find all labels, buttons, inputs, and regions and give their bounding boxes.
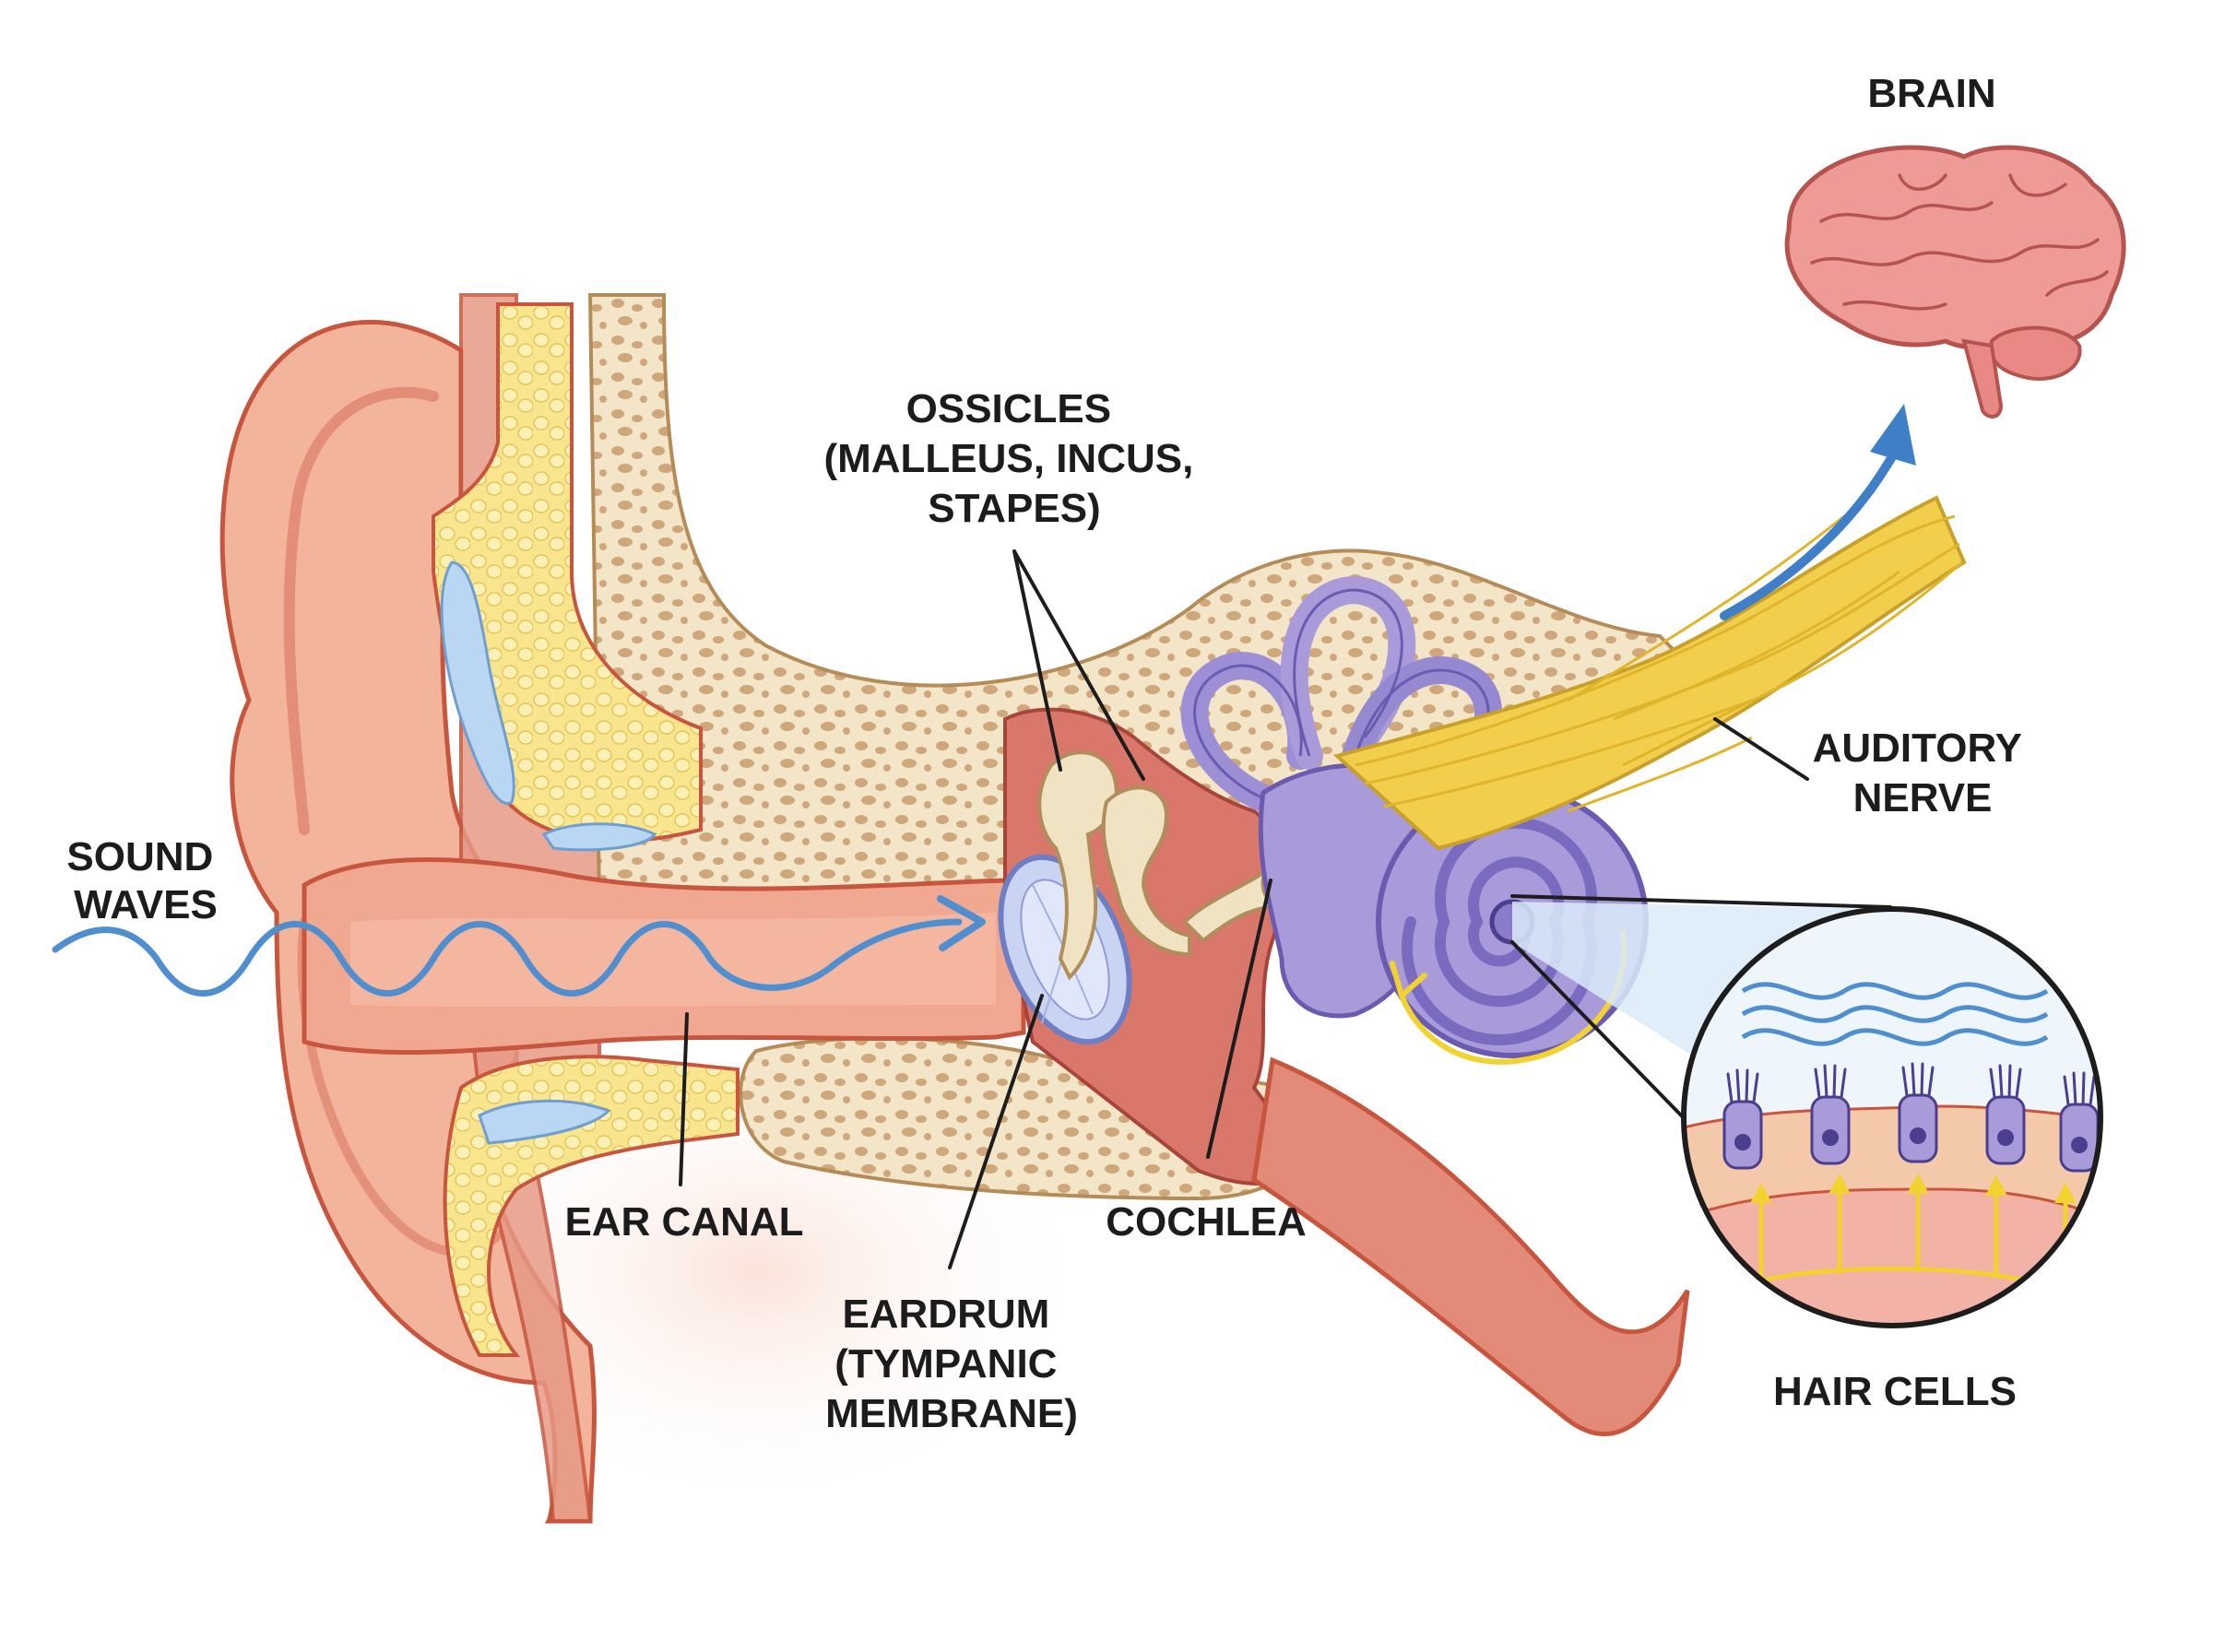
label-eardrum: EARDRUM (TYMPANIC MEMBRANE) <box>825 1292 1078 1436</box>
brain-cerebellum <box>1989 325 2082 381</box>
label-ear-canal: EAR CANAL <box>564 1199 803 1245</box>
label-ossicles: OSSICLES (MALLEUS, INCUS, STAPES) <box>823 386 1204 531</box>
upper-cartilage <box>432 302 703 844</box>
label-brain: BRAIN <box>1867 71 1995 116</box>
label-auditory-nerve: AUDITORY NERVE <box>1813 726 2033 820</box>
signal-to-brain-arrow-icon <box>1720 404 1916 620</box>
nerve-fibers <box>1355 514 1963 808</box>
cartilage <box>432 302 740 1357</box>
fluid-pocket-2 <box>541 822 657 852</box>
hair-cells-callout <box>1510 894 2103 1328</box>
eustachian-tube <box>1251 1056 1690 1436</box>
malleus <box>1037 750 1118 981</box>
hair-cell-signal-arrows <box>1740 1186 2068 1289</box>
labels: SOUND WAVES OSSICLES (MALLEUS, INCUS, ST… <box>66 71 2033 1436</box>
brain-icon <box>1784 145 2126 419</box>
fluid-pocket-3 <box>478 1099 611 1145</box>
label-sound-waves: SOUND WAVES <box>66 834 224 927</box>
incus <box>1101 785 1191 957</box>
label-cochlea: COCHLEA <box>1106 1199 1307 1245</box>
leader-lines <box>679 549 1809 1269</box>
zoom-circle <box>1681 906 2103 1328</box>
middle-ear <box>998 707 1690 1436</box>
nerve-lower-fibers <box>1567 680 1790 813</box>
brain-folds <box>1810 173 2109 311</box>
sound-wave-arrow-icon <box>52 895 986 997</box>
label-hair-cells: HAIR CELLS <box>1773 1369 2017 1414</box>
hair-cell-group <box>1722 1062 2100 1173</box>
brain-stem <box>1961 338 2004 419</box>
ear-canal <box>302 857 1026 1056</box>
auditory-nerve <box>1332 495 1967 851</box>
helix-rim <box>283 386 439 835</box>
fluid-pocket-1 <box>440 560 515 805</box>
